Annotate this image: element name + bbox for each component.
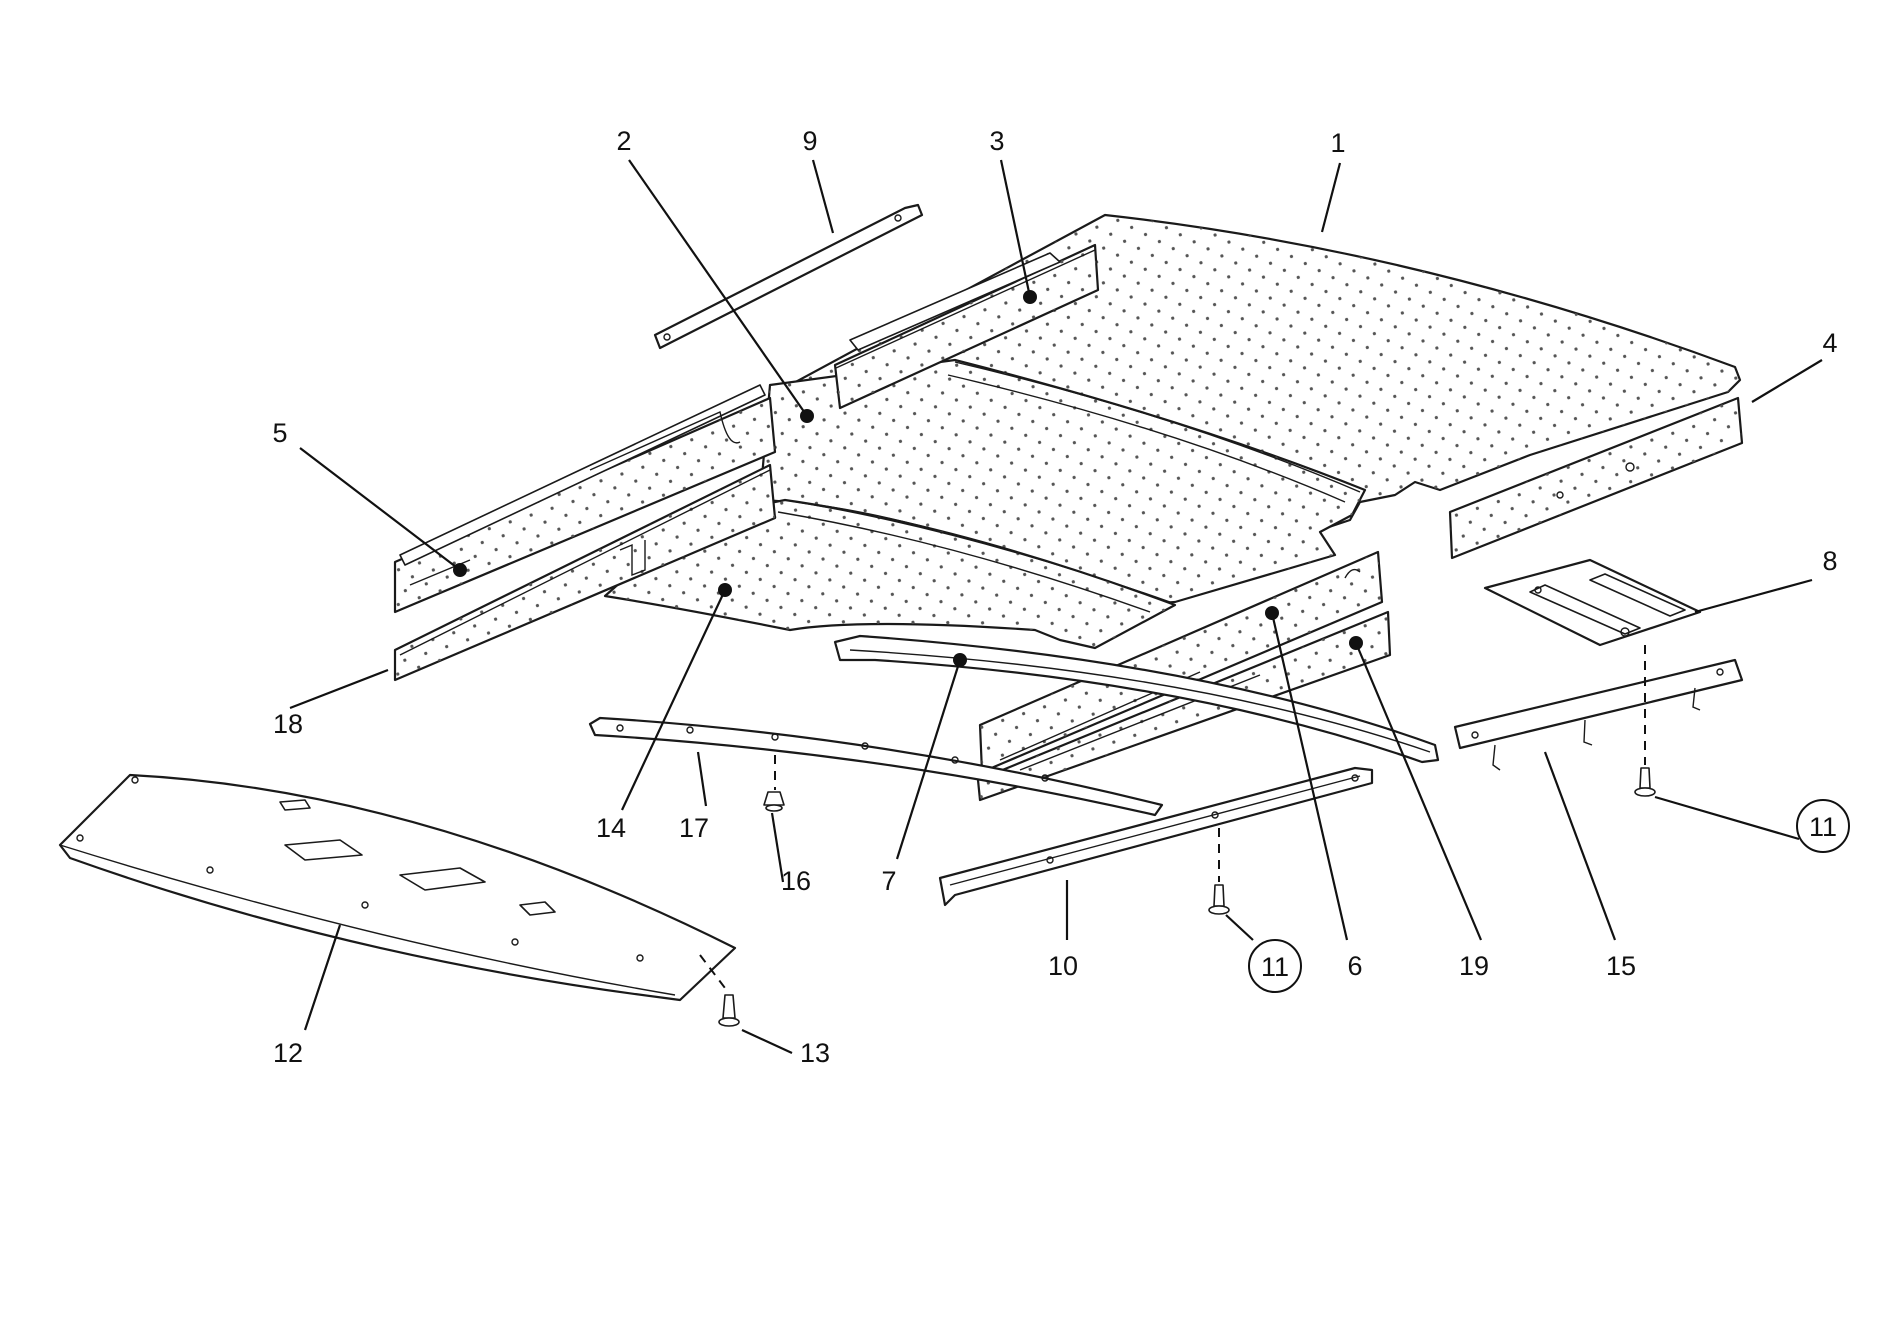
callout-8: 8: [1822, 546, 1837, 576]
callout-10: 10: [1048, 951, 1078, 981]
callout-11-center: 11: [1248, 939, 1302, 993]
callout-19: 19: [1459, 951, 1489, 981]
side-strip-part-19: [976, 610, 1392, 802]
callout-15: 15: [1606, 951, 1636, 981]
callout-6: 6: [1347, 951, 1362, 981]
callout-16: 16: [781, 866, 811, 896]
callout-14: 14: [596, 813, 626, 843]
callout-12: 12: [273, 1038, 303, 1068]
svg-text:11: 11: [1809, 812, 1837, 842]
screw-part-11-center: [1208, 884, 1230, 915]
trim-strip-part-9: [653, 203, 924, 350]
callout-2: 2: [616, 126, 631, 156]
hook-rail-part-15: [1453, 658, 1744, 771]
callout-11-right: 11: [1796, 799, 1850, 853]
bracket-plate-part-8: [1483, 558, 1702, 647]
callout-9: 9: [802, 126, 817, 156]
roof-bow-part-7: [833, 634, 1440, 764]
callout-4: 4: [1822, 328, 1837, 358]
callout-7: 7: [881, 866, 896, 896]
headlining-panel-part-14: [603, 498, 1177, 650]
side-strip-part-18: [393, 463, 777, 682]
parcel-shelf-part-12: [58, 773, 737, 1002]
callout-13: 13: [800, 1038, 830, 1068]
leader-lines: [289, 159, 1823, 1054]
roof-bow-part-17: [588, 716, 1164, 817]
side-strip-part-6: [978, 550, 1384, 774]
clip-part-16: [763, 791, 785, 812]
screw-part-13: [718, 994, 740, 1027]
callout-3: 3: [989, 126, 1004, 156]
callout-18: 18: [273, 709, 303, 739]
svg-text:11: 11: [1261, 952, 1289, 982]
side-strip-part-3: [833, 243, 1100, 410]
callout-5: 5: [272, 418, 287, 448]
side-strip-part-4: [1448, 396, 1744, 560]
callout-labels: 1 2 3 4 5 6 7 8 9 10 11 11 12 13 14 15 1…: [272, 126, 1850, 1068]
screw-part-11-right: [1634, 767, 1656, 797]
side-strip-part-5: [393, 384, 777, 614]
rail-part-10: [938, 766, 1374, 907]
callout-1: 1: [1330, 128, 1345, 158]
callout-17: 17: [679, 813, 709, 843]
fastening-lines: [699, 645, 1646, 993]
